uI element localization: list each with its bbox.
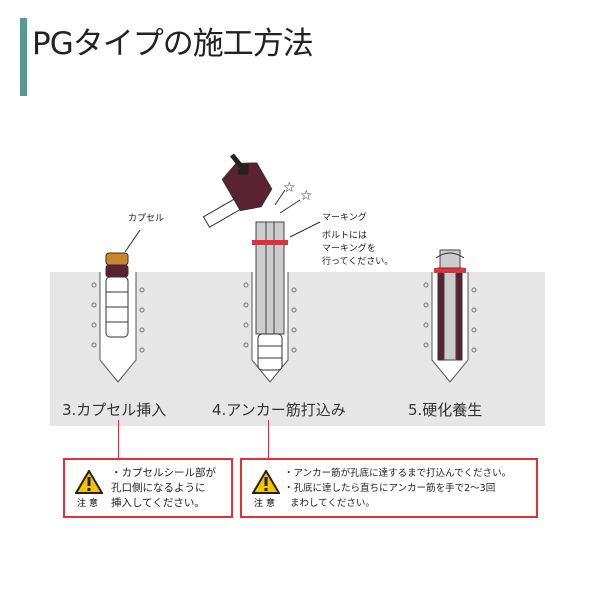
connector-line (268, 420, 269, 458)
capsule-label: カプセル (128, 214, 165, 224)
warning-icon (252, 470, 280, 494)
bolt-note: ボルトにはマーキングを行ってください。 (322, 231, 394, 267)
hole-step4: ☆ ☆ (202, 153, 321, 383)
marking-band (252, 240, 288, 245)
marking-label: マーキング (322, 213, 367, 223)
caution-box-anchor: 注意 ・アンカー筋が孔底に達するまで打込んでください。・孔底に達したら直ちにアン… (240, 458, 538, 518)
star-icon: ☆ (300, 188, 313, 204)
hole-step5 (431, 249, 469, 383)
caution-text: ・カプセルシール部が孔口側になるように挿入してください。 (111, 467, 216, 509)
installation-diagram: ☆ ☆ (91, 153, 477, 383)
hammer-icon (202, 162, 273, 228)
connector-line (118, 420, 119, 458)
star-icon: ☆ (283, 180, 296, 196)
rotate-arrow-icon (435, 252, 465, 259)
caution-text: ・アンカー筋が孔底に達するまで打込んでください。・孔底に達したら直ちにアンカー筋… (284, 468, 512, 509)
hole-step3 (99, 229, 141, 383)
step-label-5: 5.硬化養生 (408, 401, 483, 419)
arrow-icon (230, 153, 249, 175)
page-title: PGタイプの施工方法 (32, 26, 314, 62)
warning-icon (75, 470, 103, 494)
drill-hole-dots (91, 282, 477, 353)
caution-label: 注意 (77, 499, 102, 509)
step-label-3: 3.カプセル挿入 (62, 401, 167, 419)
caution-label: 注意 (254, 499, 279, 509)
caution-box-capsule: 注意 ・カプセルシール部が孔口側になるように挿入してください。 (63, 458, 233, 518)
anchor-bar (255, 221, 285, 335)
capsule-top (105, 252, 129, 266)
title-accent-bar (20, 18, 27, 96)
step-label-4: 4.アンカー筋打込み (212, 401, 346, 419)
